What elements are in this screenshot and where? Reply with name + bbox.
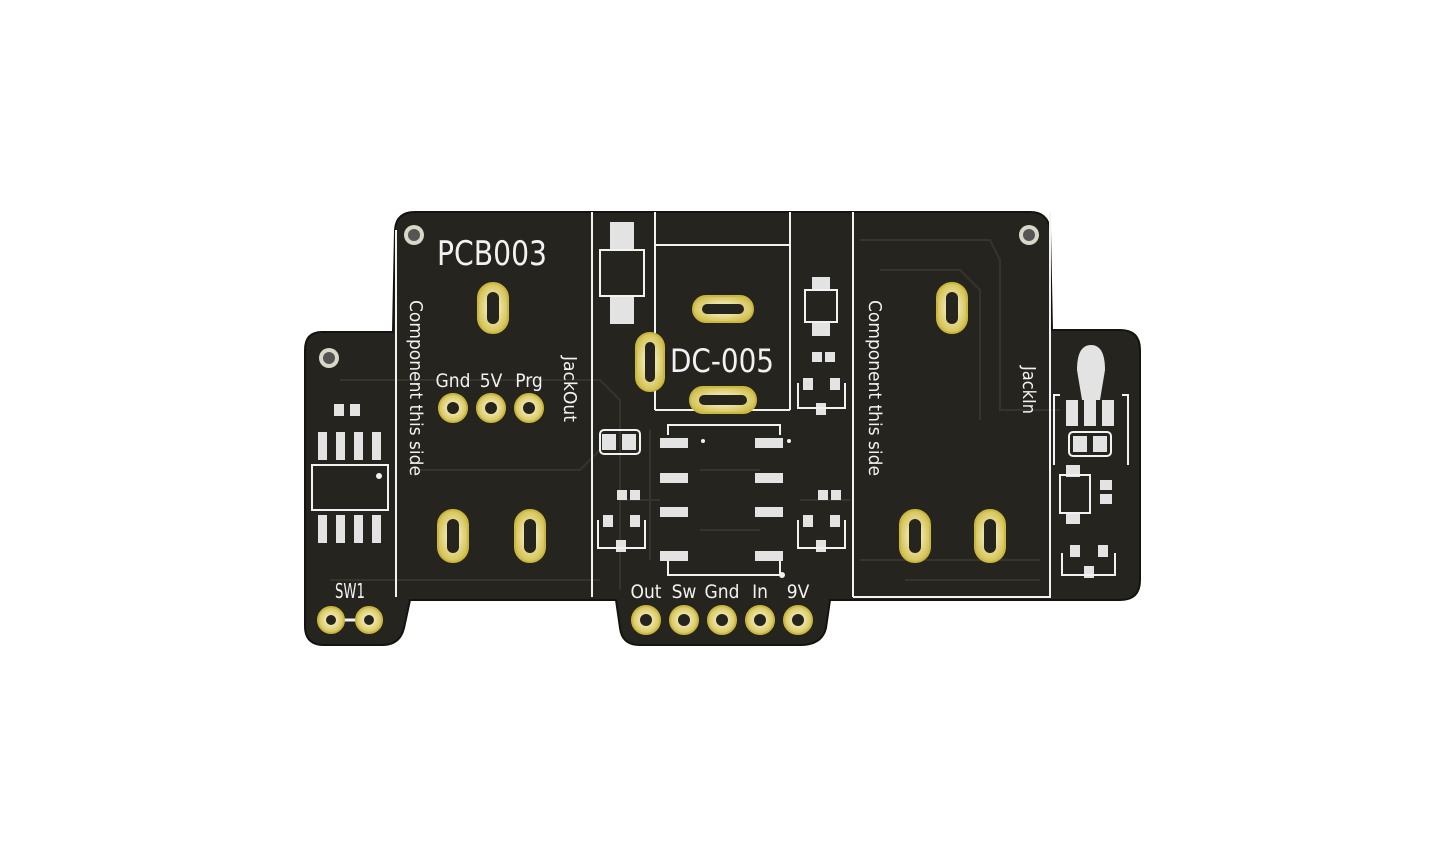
silkscreen-lines [311, 212, 1051, 598]
jack-in-label: JackIn [1018, 365, 1039, 414]
header-label-gnd-bottom: Gnd [705, 581, 740, 603]
top-header-pads [438, 393, 544, 423]
left-side-note: Component this side [405, 300, 426, 476]
board-name: PCB003 [437, 234, 547, 274]
switch-label: SW1 [335, 579, 365, 603]
bottom-header-labels: Out Sw Gnd In 9V [631, 581, 810, 603]
top-header-labels: Gnd 5V Prg [436, 370, 543, 392]
jack-out-label: JackOut [559, 355, 580, 422]
switch-pads [317, 606, 383, 634]
bottom-header-pads [631, 605, 813, 635]
header-label-5v: 5V [480, 370, 503, 392]
mounting-holes [319, 225, 1039, 368]
header-label-9v: 9V [787, 581, 810, 603]
board-outline [304, 211, 1141, 646]
header-label-sw: Sw [672, 581, 697, 603]
component-outlines [597, 249, 1129, 576]
pin1-markers [376, 439, 791, 578]
right-side-note: Component this side [864, 300, 885, 476]
header-label-gnd: Gnd [436, 370, 471, 392]
connector-label: DC-005 [670, 342, 774, 380]
header-label-prg: Prg [515, 370, 543, 392]
oval-pad [1077, 345, 1105, 400]
header-label-out: Out [631, 581, 662, 603]
slot-pads [437, 282, 1006, 563]
header-label-in: In [752, 581, 768, 603]
